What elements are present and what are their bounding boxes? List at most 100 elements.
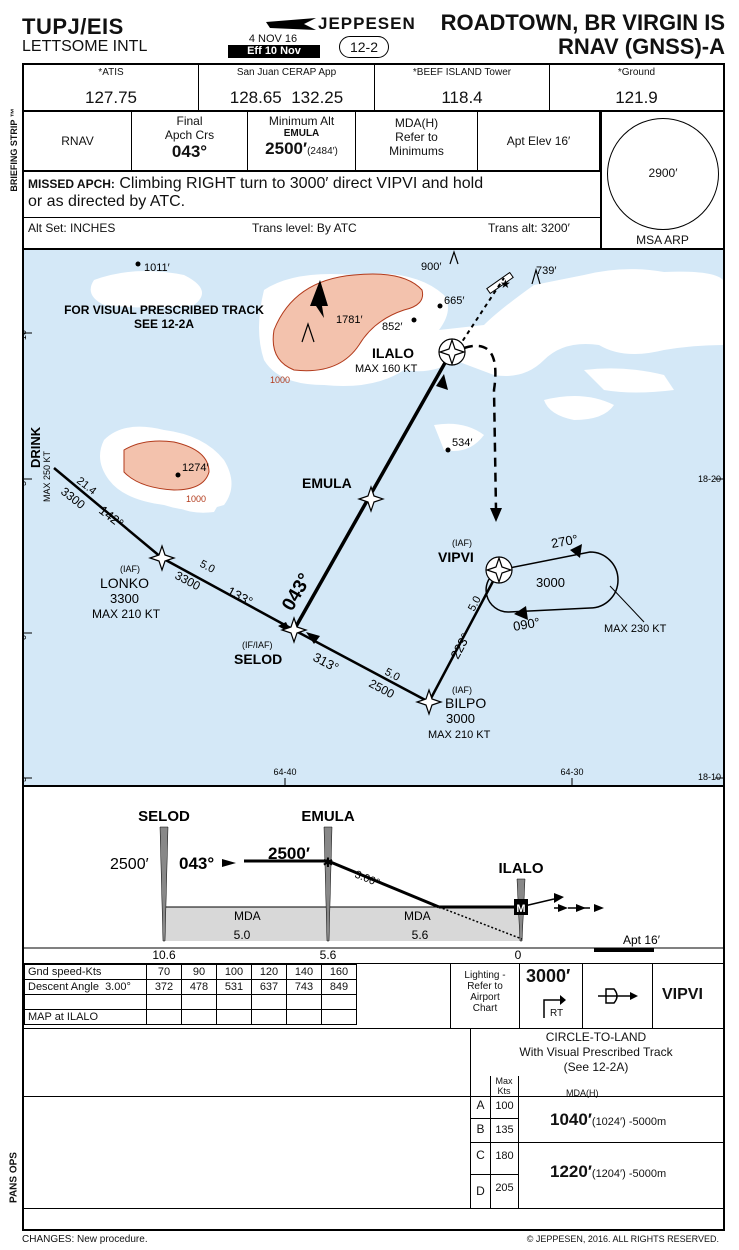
minima-ab-value: 1040′ — [550, 1110, 592, 1129]
hold-outbound: 270° — [550, 532, 579, 551]
lonko-name: LONKO — [100, 575, 149, 591]
cat-d: D — [476, 1184, 485, 1198]
procedure-name: RNAV (GNSS)-A — [557, 34, 725, 59]
terrain-contour-norman — [123, 440, 210, 491]
scale-label-5b: 5 — [24, 777, 28, 782]
profile-selod: SELOD — [138, 808, 190, 825]
pans-ops-label: PANS OPS — [8, 1152, 20, 1203]
terrain-contour-tortola — [272, 273, 424, 372]
comm-freq: 118.4 — [441, 88, 483, 107]
profile-ilalo: ILALO — [499, 860, 544, 877]
mda-refer: Refer to — [395, 130, 438, 144]
bilpo-fix-icon — [415, 688, 443, 716]
lat-label-1820: 18-20 — [698, 474, 721, 484]
profile-labels: 2500′ 043° 2500′ 3.00° MDA MDA 5.0 5.6 1… — [110, 844, 661, 962]
profile-arrows — [222, 859, 604, 912]
profile-fix-names: SELOD EMULA ILALO — [138, 808, 544, 877]
hold-altitude: 3000 — [536, 575, 565, 590]
mdah-label: MDA(H) — [566, 1088, 599, 1098]
brief-elevation: Apt Elev 16′ — [478, 112, 600, 170]
bilpo-iaf: (IAF) — [452, 685, 472, 695]
hold-speed: MAX 230 KT — [604, 623, 667, 635]
selod-post — [159, 826, 169, 942]
missed-alt-icon-text: 3000′ — [526, 966, 571, 986]
elev-852: 852′ — [382, 321, 402, 333]
lighting-line: Refer to — [467, 981, 503, 992]
map-label: M — [516, 903, 525, 915]
hold-speed-leader — [609, 585, 645, 623]
vipvi-iaf: (IAF) — [452, 538, 472, 548]
missed-fix: VIPVI — [662, 986, 703, 1003]
grid-ticks — [24, 332, 723, 786]
elev-534: 534′ — [452, 437, 472, 449]
cat-b-kts: 135 — [495, 1124, 514, 1136]
profile-arrow-icon — [222, 859, 236, 867]
profile-dist-1: 10.6 — [152, 948, 176, 962]
gs-speed: 140 — [286, 964, 322, 980]
missed-arrow-icon — [490, 508, 502, 522]
terrain-arrow-icon — [310, 280, 328, 318]
lighting-line: Chart — [472, 1003, 498, 1014]
ctl-title: CIRCLE-TO-LAND — [545, 1030, 647, 1044]
cat-b: B — [476, 1122, 485, 1136]
hold-arrow-icon — [570, 544, 582, 558]
visual-note-2: SEE 12-2A — [134, 317, 194, 331]
final-label-2: Apch Crs — [164, 128, 215, 142]
scale-label-5a: 5 — [24, 481, 28, 486]
track-lonko-selod — [161, 556, 295, 632]
minima-ab: 1040′(1024′) -5000m — [550, 1110, 666, 1130]
ctl-reference: (See 12-2A) — [563, 1060, 629, 1074]
lonko-altitude: 3300 — [110, 591, 139, 606]
airport-elevation: Apt Elev 16′ — [506, 134, 571, 148]
city-name: ROADTOWN, BR VIRGIN IS — [440, 10, 725, 35]
contour-1000b: 1000 — [186, 494, 206, 504]
drink-label: DRINK — [28, 426, 43, 468]
scale-label-0: 0 — [24, 635, 28, 640]
gs-speed: 70 — [146, 964, 182, 980]
bilpo-speed: MAX 210 KT — [428, 729, 491, 741]
emula-fix-symbol-icon: ✱ — [323, 855, 334, 870]
plan-view: 10 5 0 5 18-20 18-10 64-40 64-30 FOR VIS… — [24, 250, 723, 786]
airport-name: LETTSOME INTL — [22, 38, 148, 55]
copyright: © JEPPESEN, 2016. ALL RIGHTS RESERVED. — [526, 1234, 719, 1244]
rnav-label: RNAV — [61, 134, 94, 148]
speed-table: Gnd speed-Kts 70 90 100 120 140 160 Desc… — [24, 964, 357, 1025]
profile-view: SELOD EMULA ILALO M ✱ 2500′ 043° 2500′ 3… — [24, 808, 723, 962]
elev-1011: 1011′ — [144, 262, 170, 274]
msa-label: MSA ARP — [636, 233, 689, 247]
elev-665: 665′ — [444, 295, 464, 307]
selod-iaf: (IF/IAF) — [242, 640, 273, 650]
islet-2 — [544, 396, 614, 420]
descent-label: Descent Angle — [28, 981, 99, 993]
profile-mda-2: MDA — [404, 909, 431, 923]
track-missed-visual — [453, 277, 505, 355]
comm-atis: *ATIS 127.75 — [24, 65, 199, 111]
obstacle-icon — [449, 250, 459, 265]
gs-label: Gnd speed-Kts — [24, 964, 147, 980]
selod-name: SELOD — [234, 651, 282, 667]
map-at-label: MAP at ILALO — [24, 1009, 147, 1025]
direct-to-icon — [598, 988, 638, 1004]
min-alt-fix: EMULA — [283, 128, 320, 139]
descent-rate: 372 — [146, 979, 182, 995]
grid-labels: 10 5 0 5 18-20 18-10 64-40 64-30 — [24, 330, 721, 782]
mda-minimums: Minimums — [389, 144, 444, 158]
ilalo-fix-icon — [438, 338, 466, 366]
descent-rate: 531 — [216, 979, 252, 995]
comm-freq: 121.9 — [615, 88, 658, 107]
cat-d-kts: 205 — [495, 1182, 514, 1194]
comm-freq: 127.75 — [85, 88, 137, 107]
emula-fix-icon — [357, 485, 385, 513]
vipvi-name: VIPVI — [438, 549, 474, 565]
obstacle-icons — [301, 250, 541, 343]
comm-freq: 128.65 132.25 — [229, 88, 344, 107]
visual-note-1: FOR VISUAL PRESCRIBED TRACK — [64, 303, 264, 317]
comm-label: *BEEF ISLAND Tower — [412, 67, 512, 78]
changes-note: CHANGES: New procedure. — [22, 1234, 148, 1245]
lonko-speed: MAX 210 KT — [92, 607, 161, 621]
jost-van-dyke-island — [90, 271, 202, 308]
hold-inbound: 090° — [512, 615, 541, 634]
mda-shading — [164, 907, 522, 941]
elev-739: 739′ — [536, 265, 556, 277]
track-bilpo-vipvi — [427, 569, 501, 703]
